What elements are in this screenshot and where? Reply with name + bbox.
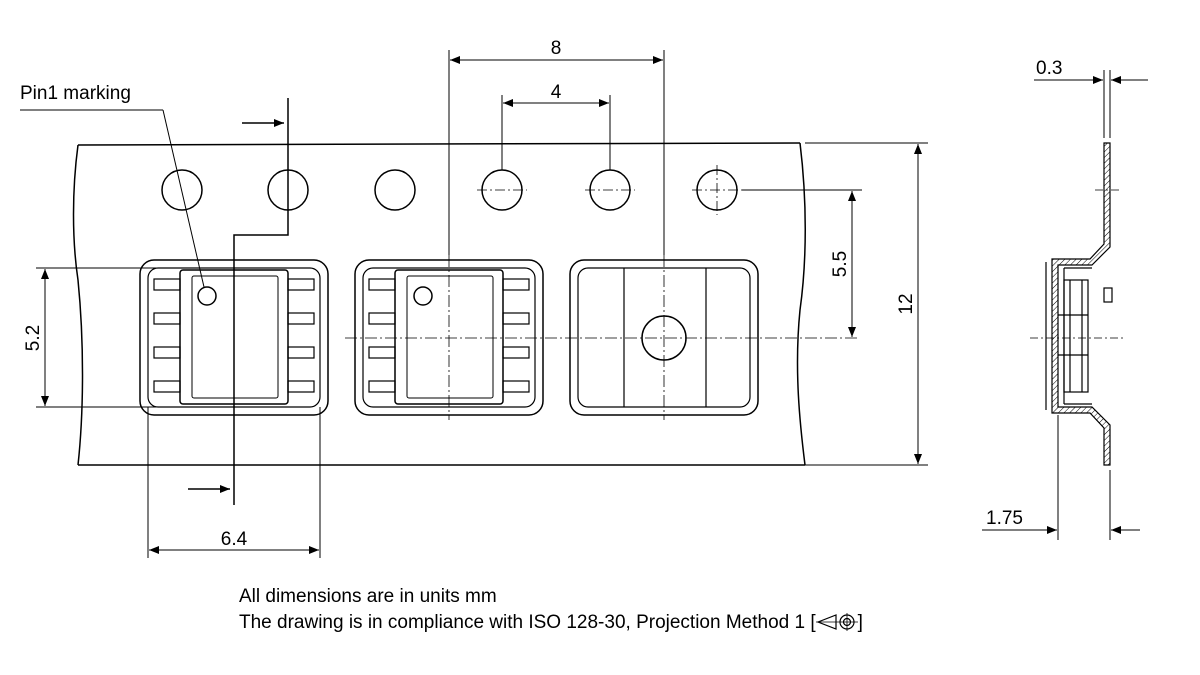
- carrier-tape: [72, 142, 806, 466]
- section-line: [188, 98, 289, 505]
- sprocket-hole: [161, 169, 203, 211]
- sprocket-hole: [374, 169, 416, 211]
- dim-width-12: 12: [896, 293, 917, 314]
- note-units: All dimensions are in units mm: [239, 586, 497, 607]
- component-leads: [153, 278, 315, 393]
- dim-6-4: 6.4: [221, 529, 248, 550]
- side-view-centerlines: [1030, 189, 1125, 339]
- component-top: [406, 275, 494, 399]
- tape-right-break: [796, 142, 806, 466]
- dim-5-5: 5.5: [830, 251, 851, 277]
- note-projection: The drawing is in compliance with ISO 12…: [239, 612, 863, 634]
- component-leads: [368, 278, 530, 393]
- dimension-lines: [36, 50, 928, 558]
- dim-5-2: 5.2: [23, 325, 44, 351]
- first-angle-projection-icon: [815, 613, 858, 631]
- component-top: [191, 275, 279, 399]
- pin1-marking-label: Pin1 marking: [20, 83, 131, 104]
- dim-1-75: 1.75: [986, 508, 1023, 529]
- note-projection-prefix: The drawing is in compliance with ISO 12…: [239, 612, 816, 633]
- pin1-leader: [20, 109, 205, 288]
- pin1-dot: [197, 286, 217, 306]
- pin1-dot: [413, 286, 433, 306]
- dim-0-3: 0.3: [1036, 58, 1062, 79]
- pocket-2: [354, 259, 544, 416]
- dim-pitch-8: 8: [551, 38, 562, 59]
- tape-left-break: [72, 144, 84, 466]
- dim-hole-pitch-4: 4: [551, 82, 562, 103]
- note-projection-suffix: ]: [857, 612, 863, 633]
- side-dimension-lines: [982, 70, 1148, 540]
- hole-centerlines: [477, 165, 742, 215]
- tape-top-edge: [77, 142, 801, 146]
- side-section-view: [1045, 142, 1113, 466]
